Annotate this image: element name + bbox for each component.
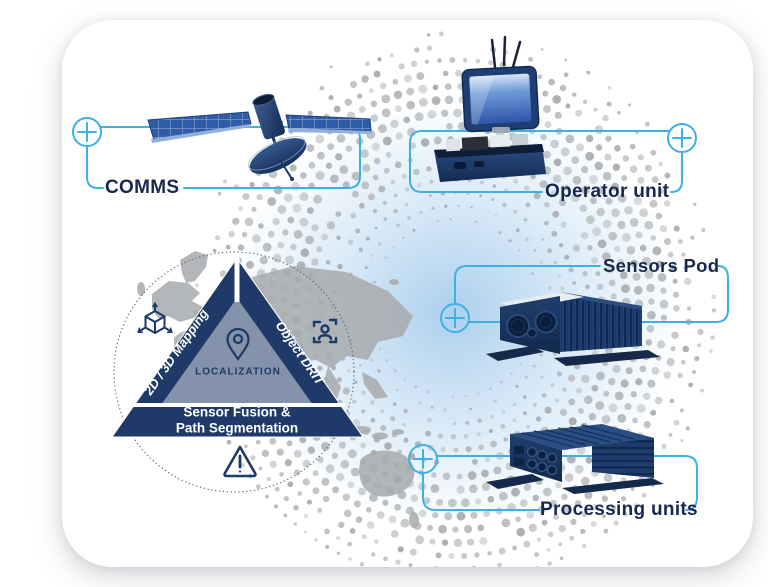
cube-3d-icon: [137, 302, 173, 335]
operator-unit-label: Operator unit: [545, 181, 670, 202]
processing-units-label: Processing units: [540, 499, 698, 520]
operator-unit-illustration: [434, 35, 546, 182]
plus-node-icon[interactable]: [667, 123, 697, 153]
plus-node-icon[interactable]: [440, 303, 470, 333]
sensors-pod-connector: [454, 265, 729, 323]
plus-node-icon[interactable]: [408, 444, 438, 474]
dotted-circle: [113, 251, 355, 493]
triangle-diagram: [111, 256, 364, 438]
processing-units-illustration: [486, 424, 664, 494]
operator-unit-connector: [409, 130, 683, 193]
infographic-card: COMMS Operator unit Sensors Pod Processi…: [62, 20, 753, 567]
localization-label: LOCALIZATION: [195, 366, 281, 378]
comms-label: COMMS: [105, 177, 180, 198]
artwork: [111, 35, 664, 494]
connectors: [72, 117, 729, 511]
bottom-band-label: Sensor Fusion & Path Segmentation: [175, 404, 299, 435]
processing-units-connector: [422, 455, 698, 511]
warning-icon: [223, 445, 257, 478]
object-detection-icon: [312, 318, 338, 344]
location-pin-icon: [226, 327, 250, 361]
plus-node-icon[interactable]: [72, 117, 102, 147]
sensors-pod-illustration: [486, 292, 660, 366]
satellite-illustration: [147, 93, 372, 181]
sensors-pod-label: Sensors Pod: [603, 255, 720, 276]
